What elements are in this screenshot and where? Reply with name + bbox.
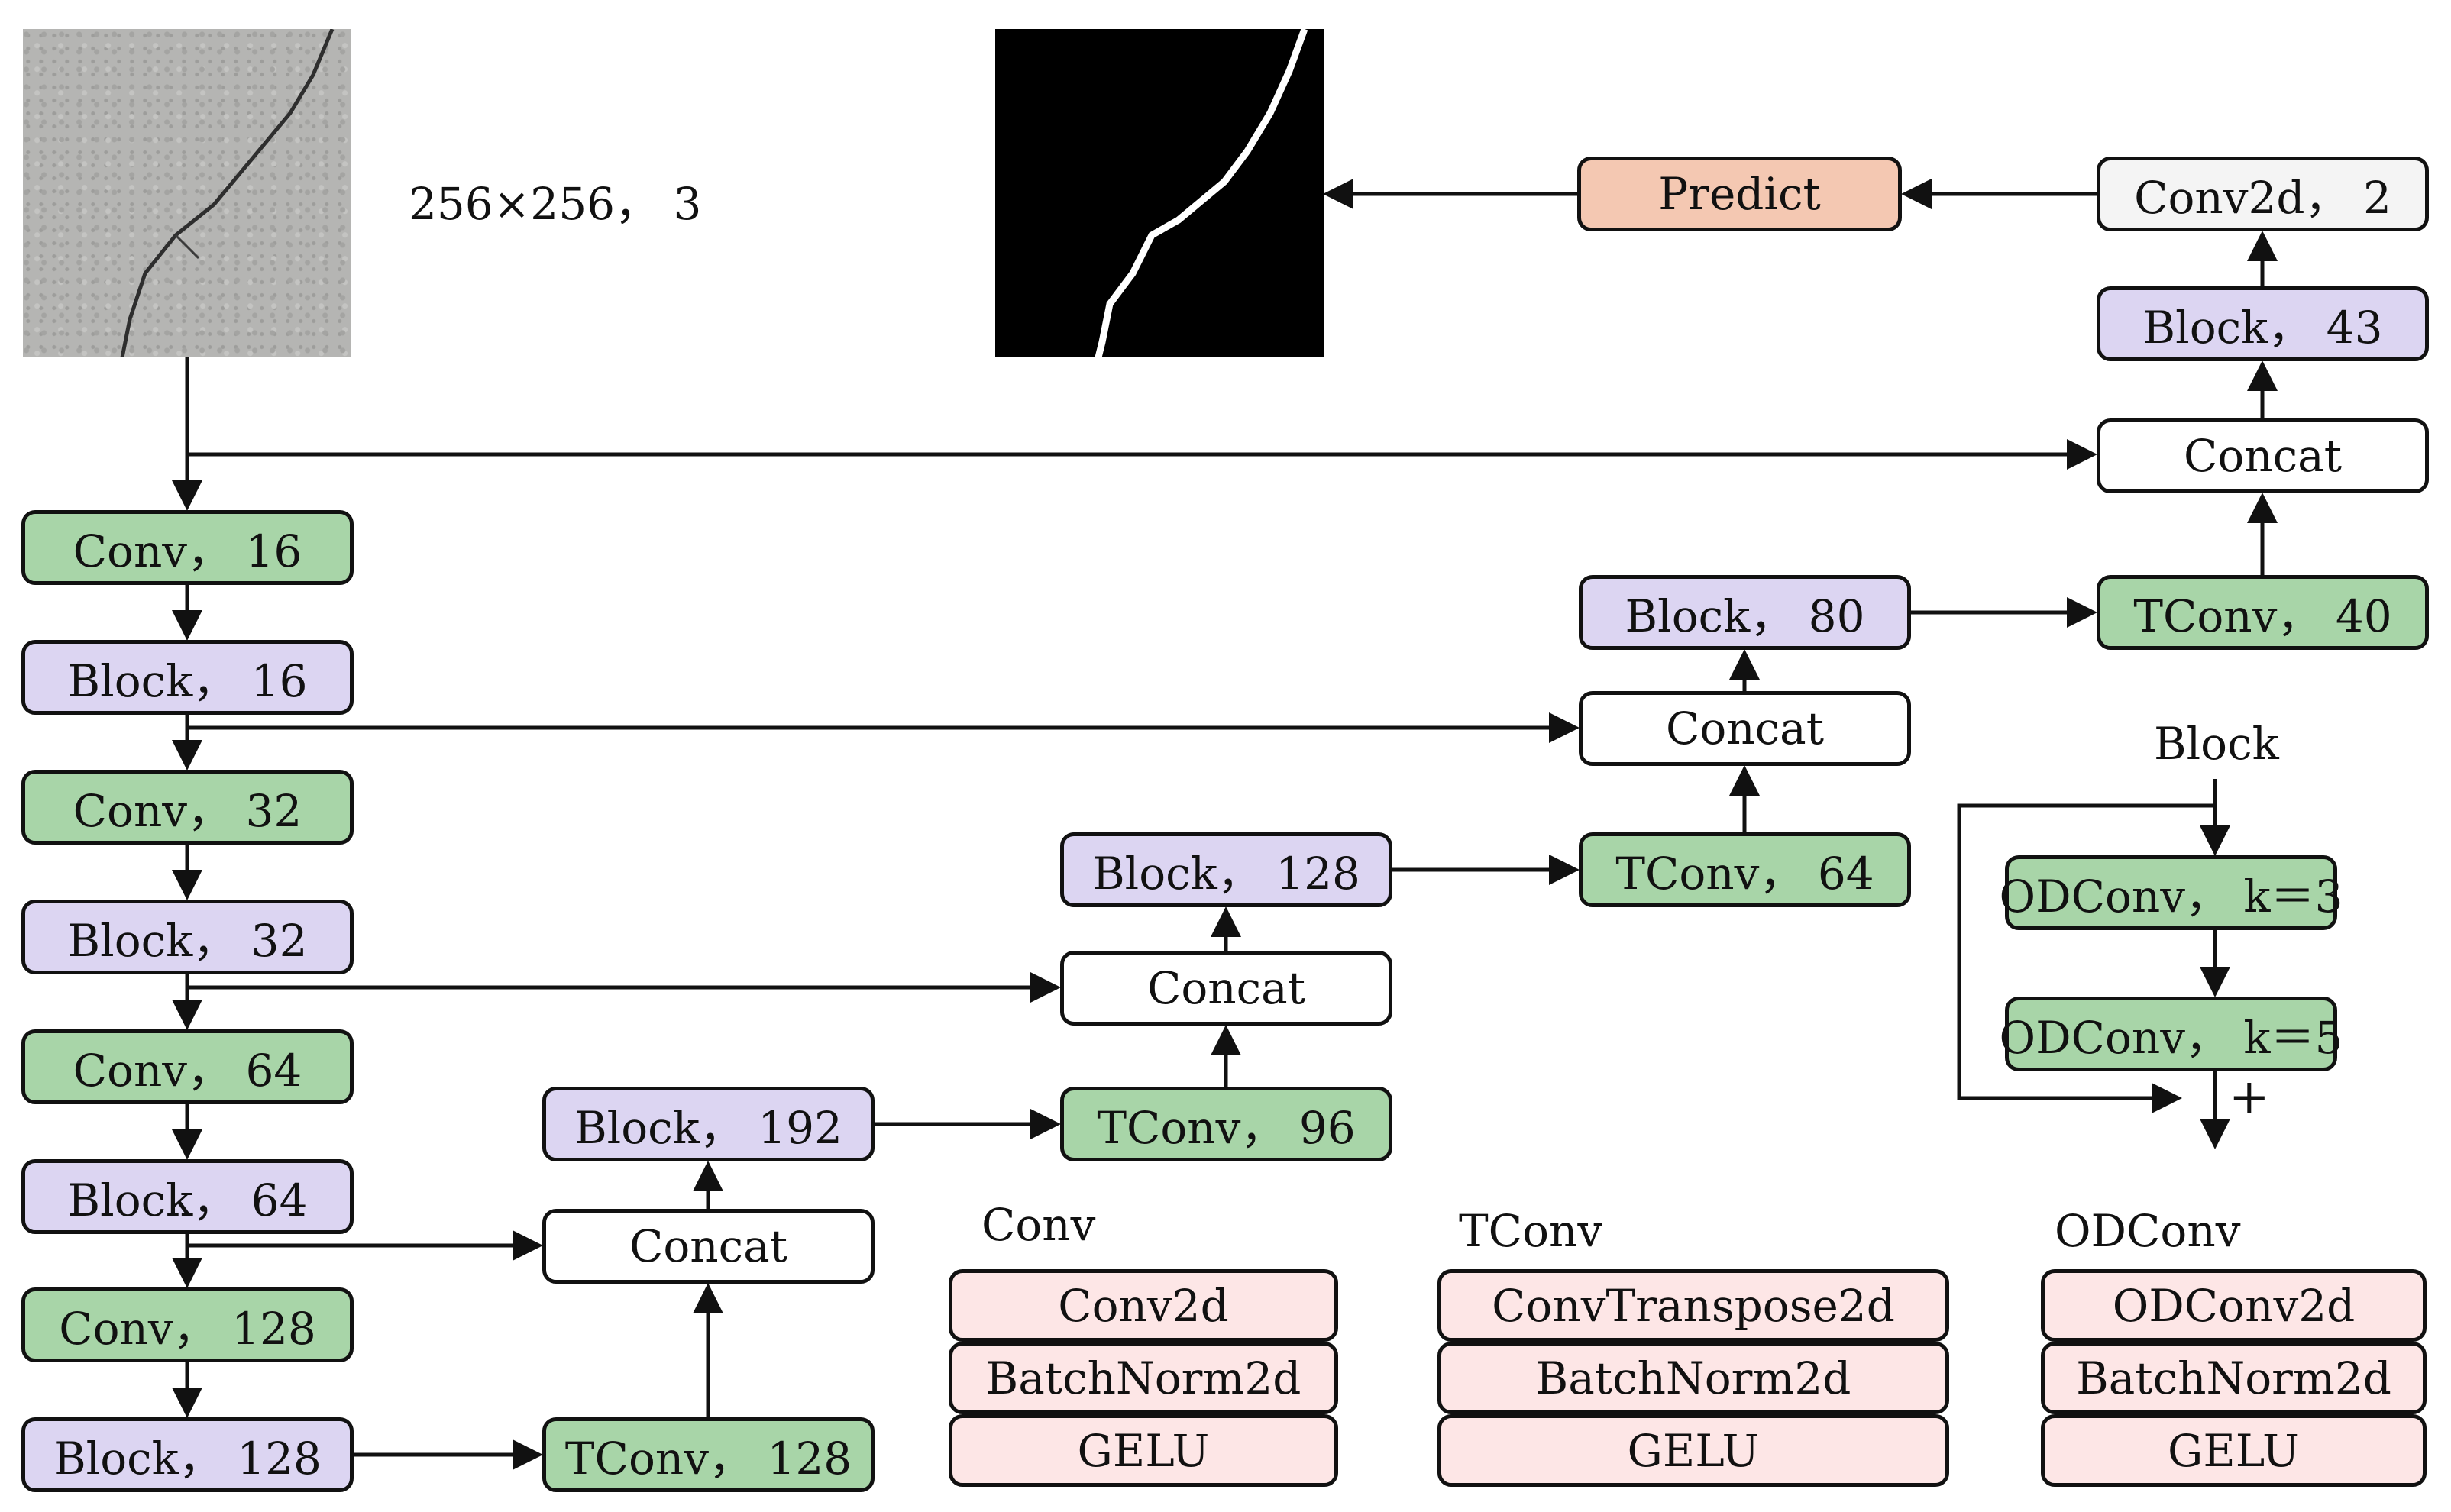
odconv-legend-odconv2d: ODConv2d: [2041, 1269, 2427, 1342]
odconv-legend-batchnorm: BatchNorm2d: [2041, 1342, 2427, 1414]
residual-plus-sign: +: [2229, 1069, 2270, 1126]
dec-tconv-64: TConv， 64: [1579, 832, 1911, 907]
dec-concat-3: Concat: [1579, 691, 1911, 766]
crack-line-icon: [120, 28, 335, 358]
input-crack-image: [23, 28, 351, 358]
tconv-legend-gelu: GELU: [1437, 1414, 1949, 1487]
dec-tconv-128: TConv， 128: [542, 1417, 875, 1492]
conv-legend-gelu: GELU: [949, 1414, 1338, 1487]
dec-tconv-96: TConv， 96: [1060, 1087, 1392, 1161]
enc-block-32: Block， 32: [21, 900, 354, 974]
enc-block-16: Block， 16: [21, 640, 354, 715]
dec-concat-1: Concat: [542, 1209, 875, 1284]
mask-crack-icon: [1095, 27, 1308, 359]
block-odconv-k5: ODConv， k＝5: [2000, 997, 2343, 1071]
input-size-label: 256×256， 3: [409, 178, 702, 230]
odconv-legend-gelu: GELU: [2041, 1414, 2427, 1487]
conv-legend-title: Conv: [981, 1199, 1096, 1251]
enc-block-128: Block， 128: [21, 1417, 354, 1492]
dec-block-192: Block， 192: [542, 1087, 875, 1161]
tconv-legend-convtranspose: ConvTranspose2d: [1437, 1269, 1949, 1342]
dec-conv2d-2: Conv2d， 2: [2097, 157, 2429, 231]
enc-conv-64: Conv， 64: [21, 1029, 354, 1104]
dec-concat-2: Concat: [1060, 951, 1392, 1026]
block-odconv-k3: ODConv， k＝3: [2000, 855, 2343, 930]
predicted-mask-image: [995, 27, 1324, 359]
block-legend-title: Block: [2154, 718, 2279, 770]
enc-block-64: Block， 64: [21, 1159, 354, 1234]
odconv-legend-title: ODConv: [2055, 1205, 2241, 1257]
tconv-legend-batchnorm: BatchNorm2d: [1437, 1342, 1949, 1414]
dec-concat-4: Concat: [2097, 418, 2429, 493]
dec-tconv-40: TConv， 40: [2097, 575, 2429, 650]
tconv-legend-title: TConv: [1459, 1205, 1603, 1257]
predict-box: Predict: [1577, 157, 1902, 231]
dec-block-80: Block， 80: [1579, 575, 1911, 650]
conv-legend-conv2d: Conv2d: [949, 1269, 1338, 1342]
conv-legend-batchnorm: BatchNorm2d: [949, 1342, 1338, 1414]
enc-conv-32: Conv， 32: [21, 770, 354, 845]
dec-block-43: Block， 43: [2097, 286, 2429, 361]
enc-conv-16: Conv， 16: [21, 510, 354, 585]
dec-block-128: Block， 128: [1060, 832, 1392, 907]
enc-conv-128: Conv， 128: [21, 1287, 354, 1362]
